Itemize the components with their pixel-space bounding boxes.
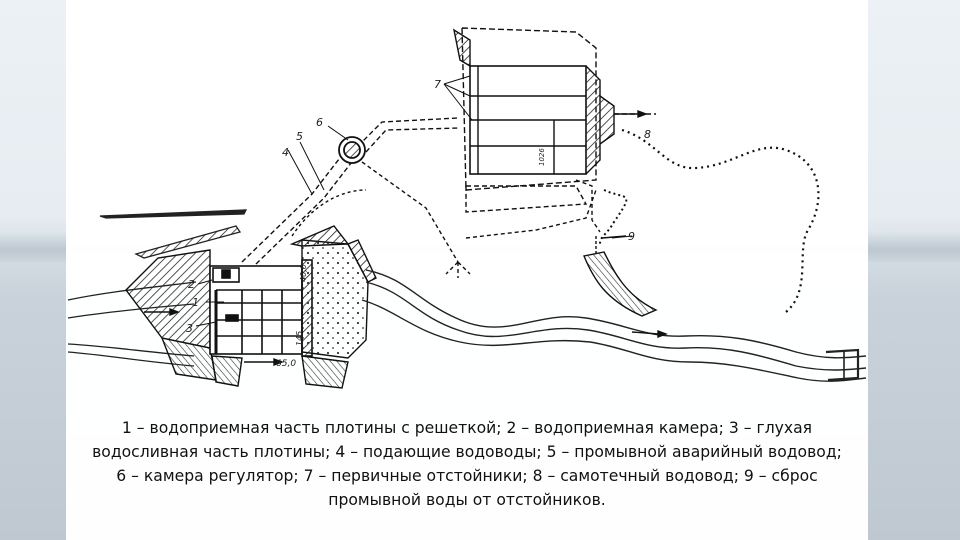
settling-tanks (452, 27, 615, 233)
hydraulic-scheme-drawing: 1 2 3 4 5 6 7 8 9 40,0 145 65,0 1026 (66, 0, 868, 402)
elevation-40: 40,0 (299, 264, 308, 282)
diagram-labels: 1 2 3 4 5 6 7 8 9 40,0 145 65,0 1026 (186, 78, 651, 369)
leader-lines (195, 75, 633, 327)
label-4: 4 (282, 146, 289, 159)
dam-spillway-body (211, 225, 377, 389)
gravity-conduit (599, 113, 820, 313)
basin-mark: 1026 (538, 148, 546, 166)
label-1: 1 (192, 296, 199, 309)
elevation-145: 145 (295, 331, 304, 346)
slide-panel: 1 2 3 4 5 6 7 8 9 40,0 145 65,0 1026 1 –… (66, 0, 868, 540)
caption-line: промывной воды от отстойников. (328, 491, 606, 509)
emergency-conduit (361, 161, 597, 278)
caption-line: водосливная часть плотины; 4 – подающие … (92, 443, 842, 461)
label-5: 5 (296, 130, 303, 143)
caption-line: 6 – камера регулятор; 7 – первичные отст… (116, 467, 818, 485)
wash-water-discharge (583, 235, 658, 317)
regulator-chamber (338, 136, 366, 164)
label-6: 6 (316, 116, 323, 129)
flow-arrows (144, 109, 668, 367)
label-7: 7 (434, 78, 441, 91)
dam-left-abutment (125, 249, 217, 381)
river-channel (361, 269, 867, 382)
label-2: 2 (188, 278, 195, 291)
label-9: 9 (628, 230, 635, 243)
figure-caption: 1 – водоприемная часть плотины с решетко… (66, 416, 868, 512)
label-3: 3 (186, 322, 193, 335)
label-8: 8 (644, 128, 651, 141)
caption-line: 1 – водоприемная часть плотины с решетко… (121, 419, 813, 437)
elevation-650: 65,0 (276, 359, 296, 369)
